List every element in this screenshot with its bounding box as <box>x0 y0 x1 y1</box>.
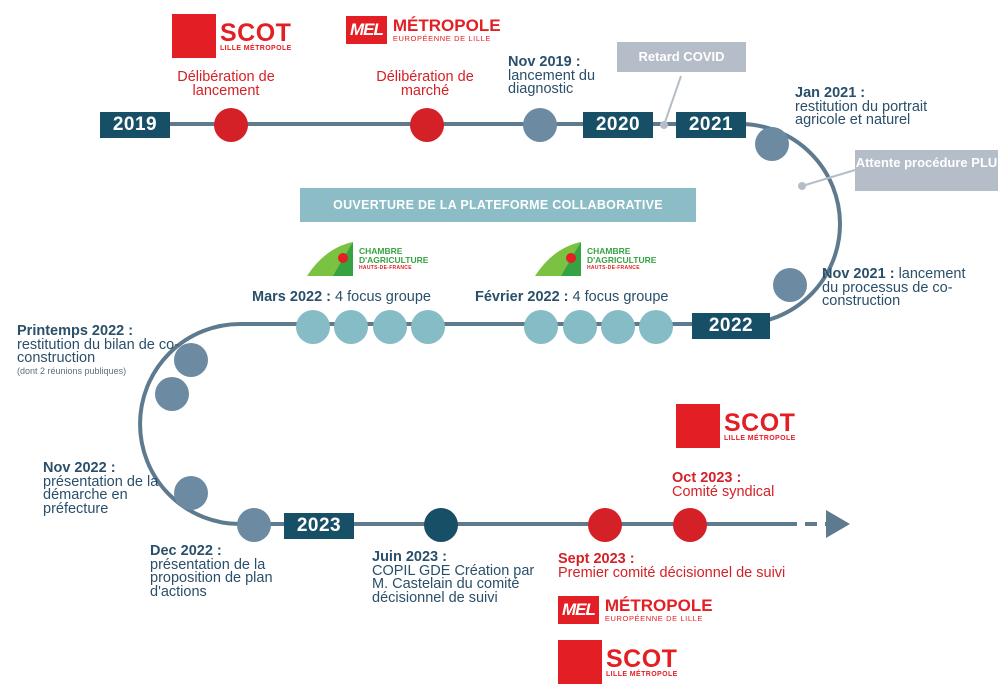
note-attente-plu: Attente procédure PLU <box>855 150 998 191</box>
label-sept-2023: Sept 2023 : Premier comité décisionnel d… <box>558 551 786 581</box>
dot-focus-8 <box>639 310 673 344</box>
mel-box: MEL <box>346 16 387 44</box>
connector-covid-dot <box>660 121 668 129</box>
scot-name: SCOT <box>606 644 678 673</box>
mel-box: MEL <box>558 596 599 624</box>
dot-focus-7 <box>601 310 635 344</box>
label-fevrier-2022: Février 2022 : 4 focus groupe <box>475 289 669 305</box>
label-juin-2023: Juin 2023 : COPIL GDE Création par M. Ca… <box>372 549 535 606</box>
scot-name: SCOT <box>724 408 796 437</box>
dot-focus-5 <box>524 310 558 344</box>
scot-map-icon <box>676 404 720 448</box>
label-nov-2021: Nov 2021 : lancement du processus de co-… <box>822 266 966 309</box>
scot-sub: LILLE MÉTROPOLE <box>606 670 678 678</box>
dot-oct-2023 <box>673 508 707 542</box>
note-retard-covid: Retard COVID <box>617 42 746 72</box>
label-oct-2023: Oct 2023 : Comité syndical <box>672 470 775 500</box>
ca-line2: D'AGRICULTURE <box>359 255 429 265</box>
chambre-leaf-icon <box>535 242 581 276</box>
scot-sub: LILLE MÉTROPOLE <box>724 434 796 442</box>
ca-sub: HAUTS-DE-FRANCE <box>587 265 640 271</box>
logo-scot-top: SCOT LILLE MÉTROPOLE <box>172 14 292 58</box>
dot-delib-lancement <box>214 108 248 142</box>
dot-printemps-2022-a <box>174 343 208 377</box>
dot-focus-1 <box>296 310 330 344</box>
banner-plateforme: OUVERTURE DE LA PLATEFORME COLLABORATIVE <box>300 188 696 222</box>
timeline-path <box>100 122 842 526</box>
dot-delib-marche <box>410 108 444 142</box>
ca-line1: CHAMBRE <box>359 246 403 256</box>
dot-focus-6 <box>563 310 597 344</box>
dot-nov-2022 <box>174 476 208 510</box>
label-delib-lancement: Délibération de lancement <box>177 69 275 99</box>
mel-name: MÉTROPOLE <box>604 596 713 615</box>
label-delib-marche: Délibération de marché <box>376 69 474 99</box>
dot-dec-2022 <box>237 508 271 542</box>
logo-mel-top: MEL MÉTROPOLE EUROPÉENNE DE LILLE <box>346 16 501 44</box>
mel-sub: EUROPÉENNE DE LILLE <box>392 34 491 43</box>
label-nov-2022: Nov 2022 : présentation de la démarche e… <box>43 460 159 517</box>
year-2022: 2022 <box>692 313 770 339</box>
timeline-arrow-head <box>826 510 850 538</box>
label-dec-2022: Dec 2022 : présentation de la propositio… <box>150 543 273 600</box>
year-2020: 2020 <box>583 112 653 138</box>
label-mars-2022: Mars 2022 : 4 focus groupe <box>252 289 431 305</box>
dot-focus-2 <box>334 310 368 344</box>
connector-plu-dot <box>798 182 806 190</box>
label-nov-2019: Nov 2019 : lancement du diagnostic <box>508 54 596 97</box>
year-2019: 2019 <box>100 112 170 138</box>
dot-focus-4 <box>411 310 445 344</box>
year-2023: 2023 <box>284 513 354 539</box>
label-printemps-2022: Printemps 2022 : restitution du bilan de… <box>17 323 180 376</box>
scot-name: SCOT <box>220 18 292 47</box>
logo-scot-oct: SCOT LILLE MÉTROPOLE <box>676 404 796 448</box>
mel-sub: EUROPÉENNE DE LILLE <box>604 614 703 623</box>
chambre-leaf-icon <box>307 242 353 276</box>
ca-line2: D'AGRICULTURE <box>587 255 657 265</box>
logo-chambre-agriculture-1: CHAMBRE D'AGRICULTURE HAUTS-DE-FRANCE <box>305 240 428 278</box>
scot-map-icon <box>558 640 602 684</box>
ca-line1: CHAMBRE <box>587 246 631 256</box>
label-jan-2021: Jan 2021 : restitution du portrait agric… <box>795 85 928 128</box>
scot-sub: LILLE MÉTROPOLE <box>220 44 292 52</box>
dot-printemps-2022-b <box>155 377 189 411</box>
scot-map-icon <box>172 14 216 58</box>
logo-scot-sept: SCOT LILLE MÉTROPOLE <box>558 640 678 684</box>
dot-sept-2023 <box>588 508 622 542</box>
dot-focus-3 <box>373 310 407 344</box>
logo-chambre-agriculture-2: CHAMBRE D'AGRICULTURE HAUTS-DE-FRANCE <box>533 240 656 278</box>
year-2021: 2021 <box>676 112 746 138</box>
mel-name: MÉTROPOLE <box>392 16 501 35</box>
connector-covid <box>663 75 682 126</box>
dot-nov-2019 <box>523 108 557 142</box>
ca-sub: HAUTS-DE-FRANCE <box>359 265 412 271</box>
logo-mel-sept: MEL MÉTROPOLE EUROPÉENNE DE LILLE <box>558 596 713 624</box>
dot-juin-2023 <box>424 508 458 542</box>
connector-plu <box>801 169 856 187</box>
dot-nov-2021 <box>773 268 807 302</box>
dot-jan-2021 <box>755 127 789 161</box>
